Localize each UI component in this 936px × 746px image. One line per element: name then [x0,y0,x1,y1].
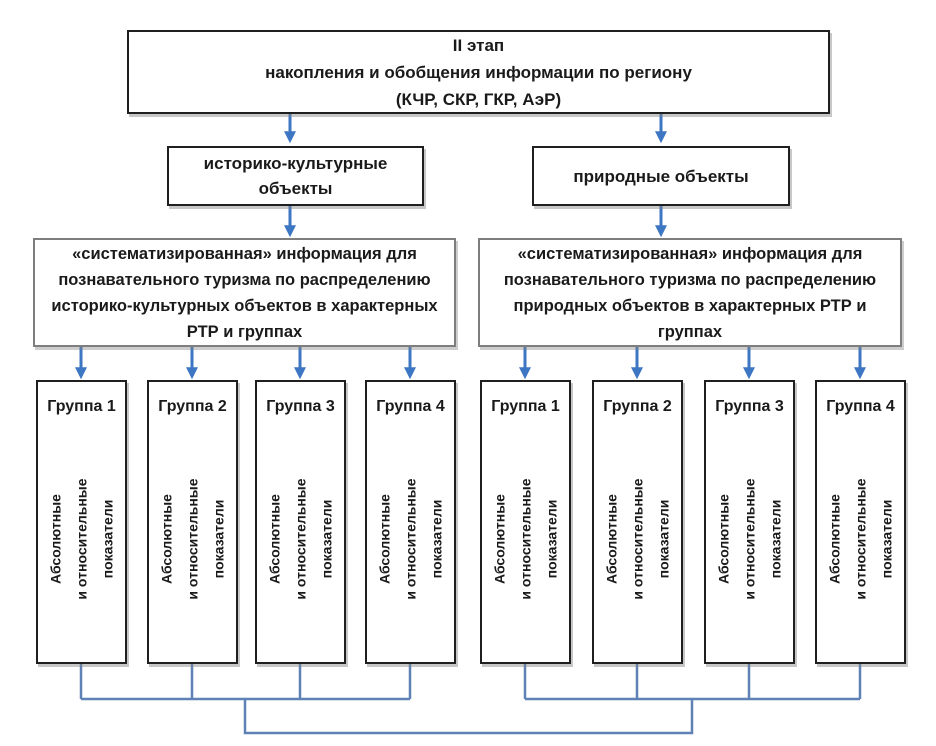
category-box-historical-cultural: историко-культурные объекты [167,146,424,206]
group-box-nat-2: Группа 2 Абсолютные и относительные пока… [592,380,683,664]
group-indicator-text: Абсолютные и относительные показатели [715,478,784,600]
info-line: познавательного туризма по распределению [503,270,877,289]
group-box-hc-3: Группа 3 Абсолютные и относительные пока… [255,380,346,664]
group-label: Группа 3 [715,398,784,415]
group-indicator-wrap: Абсолютные и относительные показатели [367,416,454,662]
group-indicator-wrap: Абсолютные и относительные показатели [257,416,344,662]
group-indicator-text: Абсолютные и относительные показатели [158,478,227,600]
arrow-down-icon [75,347,866,380]
group-label: Группа 4 [376,398,445,415]
group-indicator-wrap: Абсолютные и относительные показатели [817,416,904,662]
group-box-hc-4: Группа 4 Абсолютные и относительные пока… [365,380,456,664]
stage-box: II этап накопления и обобщения информаци… [127,30,830,114]
group-indicator-wrap: Абсолютные и относительные показатели [149,416,236,662]
info-line: природных объектов в характерных РТР и [513,296,867,315]
group-box-nat-4: Группа 4 Абсолютные и относительные пока… [815,380,906,664]
arrow-down-icon [284,114,667,144]
stage-line-3: (КЧР, СКР, ГКР, АэР) [395,89,562,109]
group-indicator-wrap: Абсолютные и относительные показатели [38,416,125,662]
stage-line-2: накопления и обобщения информации по рег… [265,62,692,82]
group-indicator-text: Абсолютные и относительные показатели [826,478,895,600]
group-label: Группа 1 [47,398,116,415]
group-indicator-wrap: Абсолютные и относительные показатели [594,416,681,662]
group-box-hc-1: Группа 1 Абсолютные и относительные пока… [36,380,127,664]
info-line: «систематизированная» информация для [517,244,863,263]
group-box-hc-2: Группа 2 Абсолютные и относительные пока… [147,380,238,664]
info-box-natural: «систематизированная» информация для поз… [478,238,902,347]
group-indicator-text: Абсолютные и относительные показатели [376,478,445,600]
group-label: Группа 4 [826,398,895,415]
category-line: объекты [258,179,333,198]
info-line: «систематизированная» информация для [72,244,417,263]
group-box-nat-3: Группа 3 Абсолютные и относительные пока… [704,380,795,664]
info-line: познавательного туризма по распределению [58,270,431,289]
stage-line-1: II этап [452,35,505,55]
group-indicator-text: Абсолютные и относительные показатели [47,478,116,600]
group-indicator-text: Абсолютные и относительные показатели [603,478,672,600]
category-line: историко-культурные [203,154,388,173]
info-box-historical-cultural: «систематизированная» информация для поз… [33,238,456,347]
group-indicator-text: Абсолютные и относительные показатели [491,478,560,600]
category-box-natural: природные объекты [532,146,790,206]
group-indicator-text: Абсолютные и относительные показатели [266,478,335,600]
info-line: историко-культурных объектов в характерн… [51,296,438,315]
group-indicator-wrap: Абсолютные и относительные показатели [482,416,569,662]
info-line: РТР и группах [186,322,303,341]
group-label: Группа 2 [158,398,227,415]
group-box-nat-1: Группа 1 Абсолютные и относительные пока… [480,380,571,664]
info-line: группах [657,322,723,341]
group-label: Группа 1 [491,398,560,415]
arrow-down-icon [284,206,667,238]
group-indicator-wrap: Абсолютные и относительные показатели [706,416,793,662]
group-label: Группа 3 [266,398,335,415]
bottom-bus-connector [79,664,862,735]
group-label: Группа 2 [603,398,672,415]
category-line: природные объекты [573,166,749,186]
